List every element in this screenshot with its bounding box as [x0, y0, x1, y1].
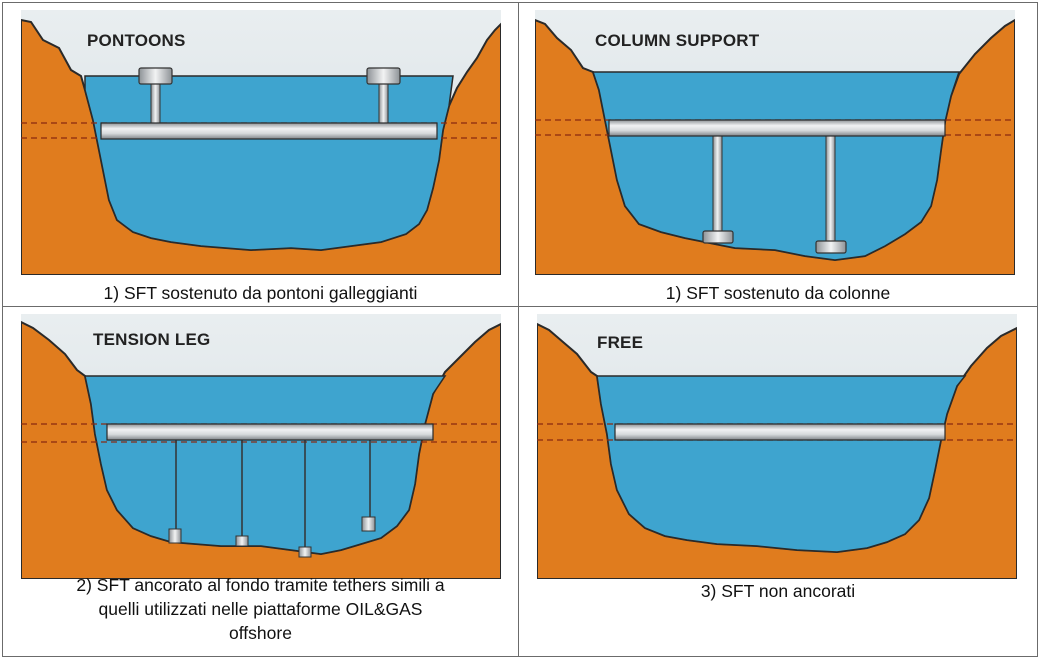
panel-free: FREE 3) SFT non ancorati	[518, 306, 1038, 657]
tunnel-tube	[614, 423, 946, 441]
anchor-block	[361, 516, 376, 532]
tension-leg-diagram: TENSION LEG	[21, 314, 501, 579]
free-diagram: FREE	[537, 314, 1017, 579]
column-footing	[815, 240, 847, 254]
panel-column-support: COLUMN SUPPORT 1) SFT sostenuto da colon…	[518, 2, 1038, 307]
panel-title: COLUMN SUPPORT	[595, 31, 760, 50]
pontoon-float	[366, 67, 401, 85]
panel-title: PONTOONS	[87, 31, 186, 50]
water-body	[84, 375, 447, 555]
pontoon-float	[138, 67, 173, 85]
panel-caption: 1) SFT sostenuto da colonne	[519, 281, 1037, 305]
pontoon-post	[378, 81, 389, 127]
tunnel-tube	[106, 423, 434, 441]
caption-line: offshore	[229, 623, 292, 643]
pontoons-diagram: PONTOONS	[21, 10, 501, 275]
caption-line: 1) SFT sostenuto da colonne	[665, 283, 891, 303]
panel-caption: 1) SFT sostenuto da pontoni galleggianti	[3, 281, 518, 305]
tunnel-tube	[608, 119, 946, 137]
column-support-diagram: COLUMN SUPPORT	[535, 10, 1015, 275]
caption-line: quelli utilizzati nelle piattaforme OIL&…	[98, 599, 423, 619]
anchor-block	[168, 528, 182, 544]
pontoon-post	[150, 81, 161, 127]
water-body	[591, 71, 961, 261]
panel-title: TENSION LEG	[93, 330, 210, 349]
panel-title: FREE	[597, 333, 643, 352]
panel-caption: 2) SFT ancorato al fondo tramite tethers…	[3, 573, 518, 645]
panel-caption: 3) SFT non ancorati	[519, 579, 1037, 603]
water-body	[84, 75, 454, 251]
panel-pontoons: PONTOONS 1) SFT sostenuto da pontoni gal…	[2, 2, 519, 307]
anchor-block	[235, 535, 249, 547]
caption-line: 1) SFT sostenuto da pontoni galleggianti	[103, 283, 418, 303]
tunnel-tube	[100, 122, 438, 140]
support-column	[825, 134, 836, 244]
anchor-block	[298, 546, 312, 558]
support-column	[712, 134, 723, 234]
column-footing	[702, 230, 734, 244]
caption-line: 2) SFT ancorato al fondo tramite tethers…	[76, 575, 445, 595]
panel-tension-leg: TENSION LEG 2) SFT ancorato al fondo tra…	[2, 306, 519, 657]
water-body	[596, 375, 967, 553]
caption-line: 3) SFT non ancorati	[700, 581, 856, 601]
